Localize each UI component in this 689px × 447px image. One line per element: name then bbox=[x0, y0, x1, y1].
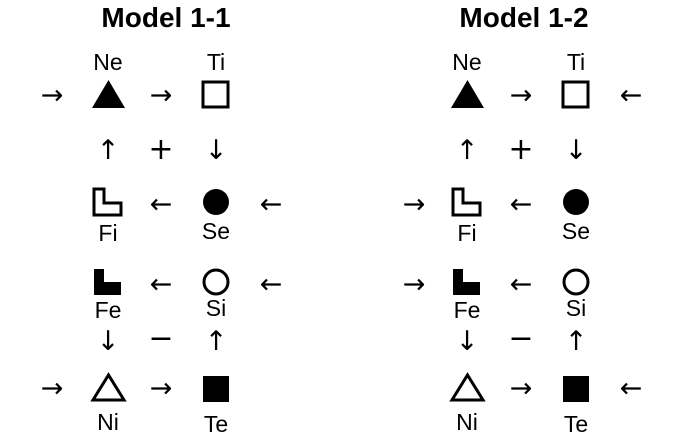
minus-sign: − bbox=[148, 321, 173, 356]
fi-open-l-shape-icon bbox=[451, 187, 482, 217]
arrow-right: → bbox=[510, 373, 533, 404]
fe-label: Fe bbox=[95, 297, 122, 323]
arrow-right: → bbox=[150, 373, 173, 404]
model-1-2: Model 1-2 Ne Ti → ← ↑ + ↓ → ← Fi Se → ← … bbox=[403, 2, 643, 437]
ne-filled-triangle-icon bbox=[451, 80, 484, 108]
ti-label: Ti bbox=[207, 49, 225, 75]
arrow-down: ↓ bbox=[565, 135, 588, 166]
ti-open-square-icon bbox=[201, 80, 230, 109]
se-label: Se bbox=[562, 218, 590, 244]
te-label: Te bbox=[564, 411, 588, 437]
arrow-up: ↑ bbox=[565, 326, 588, 357]
model-1-1: Model 1-1 Ne Ti → → ↑ + ↓ ← ← Fi Se ← ← … bbox=[41, 2, 283, 437]
arrow-left: ← bbox=[510, 189, 533, 220]
se-filled-circle-icon bbox=[563, 189, 589, 215]
arrow-right: → bbox=[150, 80, 173, 111]
ni-open-triangle-icon bbox=[449, 372, 486, 402]
fi-label: Fi bbox=[457, 220, 476, 246]
si-open-circle-icon bbox=[562, 268, 590, 296]
ni-label: Ni bbox=[456, 409, 478, 435]
plus-sign: + bbox=[148, 132, 173, 167]
arrow-right: → bbox=[41, 80, 64, 111]
arrow-right: → bbox=[403, 189, 426, 220]
si-label: Si bbox=[566, 295, 586, 321]
model-title: Model 1-1 bbox=[101, 2, 230, 33]
se-label: Se bbox=[202, 218, 230, 244]
ni-label: Ni bbox=[97, 409, 119, 435]
arrow-left: ← bbox=[620, 373, 643, 404]
arrow-right: → bbox=[41, 373, 64, 404]
arrow-up: ↑ bbox=[456, 135, 479, 166]
se-filled-circle-icon bbox=[203, 189, 229, 215]
ni-open-triangle-icon bbox=[90, 372, 127, 402]
te-label: Te bbox=[204, 411, 228, 437]
fe-filled-l-shape-icon bbox=[94, 269, 121, 295]
fi-open-l-shape-icon bbox=[92, 187, 123, 217]
arrow-right: → bbox=[403, 269, 426, 300]
si-label: Si bbox=[206, 295, 226, 321]
arrow-left: ← bbox=[620, 80, 643, 111]
arrow-down: ↓ bbox=[205, 135, 228, 166]
ne-filled-triangle-icon bbox=[92, 80, 125, 108]
arrow-left: ← bbox=[150, 269, 173, 300]
ti-label: Ti bbox=[567, 49, 585, 75]
si-open-circle-icon bbox=[202, 268, 230, 296]
ti-open-square-icon bbox=[561, 80, 590, 109]
te-filled-square-icon bbox=[203, 376, 229, 402]
fe-filled-l-shape-icon bbox=[453, 269, 480, 295]
arrow-right: → bbox=[510, 80, 533, 111]
model-title: Model 1-2 bbox=[459, 2, 588, 33]
arrow-down: ↓ bbox=[97, 326, 120, 357]
arrow-left: ← bbox=[510, 269, 533, 300]
arrow-left: ← bbox=[150, 189, 173, 220]
minus-sign: − bbox=[508, 321, 533, 356]
fe-label: Fe bbox=[454, 297, 481, 323]
arrow-up: ↑ bbox=[205, 326, 228, 357]
arrow-up: ↑ bbox=[97, 135, 120, 166]
plus-sign: + bbox=[508, 132, 533, 167]
ne-label: Ne bbox=[93, 49, 122, 75]
te-filled-square-icon bbox=[563, 376, 589, 402]
ne-label: Ne bbox=[452, 49, 481, 75]
fi-label: Fi bbox=[98, 220, 117, 246]
arrow-down: ↓ bbox=[456, 326, 479, 357]
arrow-left: ← bbox=[260, 269, 283, 300]
arrow-left: ← bbox=[260, 189, 283, 220]
